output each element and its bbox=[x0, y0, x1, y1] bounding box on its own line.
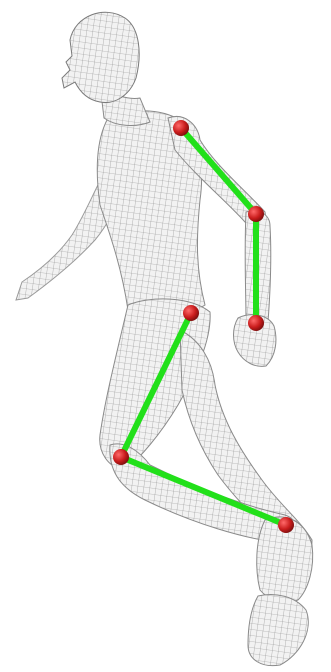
joint-right-knee bbox=[113, 449, 129, 465]
joint-right-ankle bbox=[278, 517, 294, 533]
joint-right-hip bbox=[183, 305, 199, 321]
joint-right-elbow bbox=[248, 206, 264, 222]
joint-right-shoulder bbox=[173, 120, 189, 136]
left-foot bbox=[248, 595, 308, 666]
head bbox=[62, 12, 139, 102]
joint-right-wrist bbox=[248, 315, 264, 331]
